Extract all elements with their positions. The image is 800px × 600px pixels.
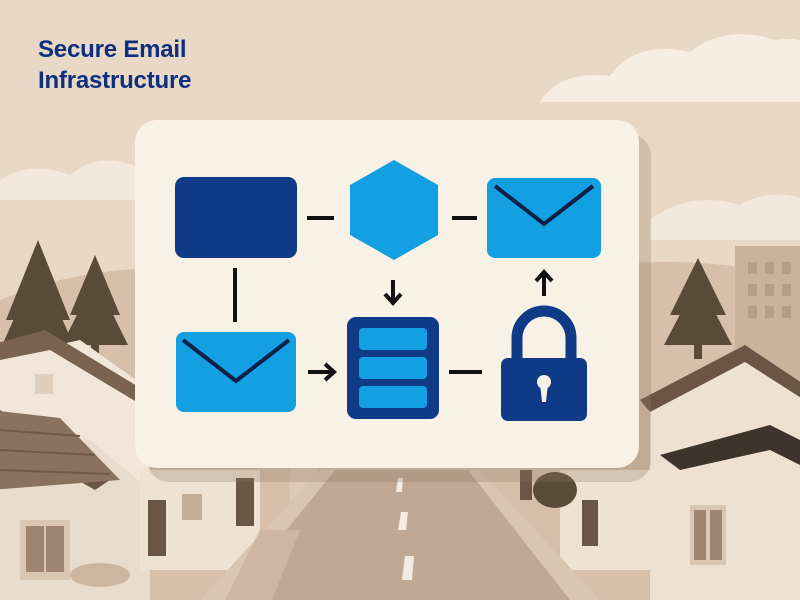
title-line-1: Secure Email [38, 36, 187, 63]
diagram-card [135, 120, 639, 468]
arrow-padlock-to-outgoing [534, 268, 554, 296]
title-line-2: Infrastructure [38, 67, 192, 94]
security-gateway-hexagon [350, 160, 438, 260]
incoming-mail-envelope-icon [176, 332, 296, 412]
mail-server-node [175, 177, 297, 258]
page-title: Secure Email Infrastructure [38, 34, 191, 96]
arrow-incoming-to-database [308, 362, 338, 382]
arrow-gateway-to-database [383, 280, 403, 307]
email-infrastructure-diagram [175, 160, 601, 421]
server-database-icon [347, 317, 439, 419]
outgoing-mail-envelope-icon [487, 178, 601, 258]
padlock-icon [501, 305, 587, 421]
